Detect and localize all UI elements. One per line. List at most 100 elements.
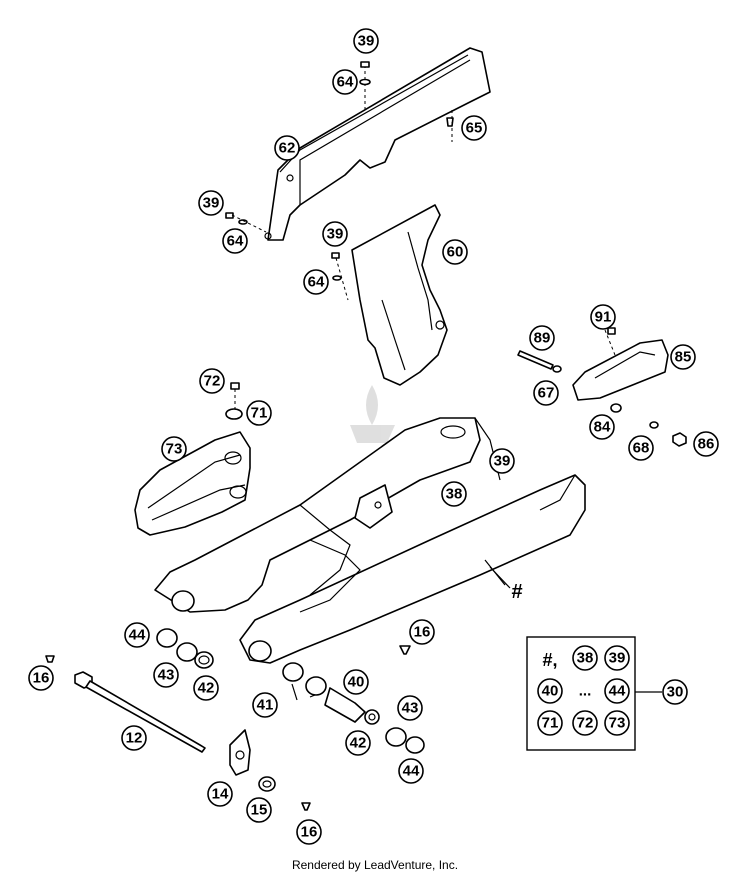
callout-39-a: 39 bbox=[353, 28, 379, 54]
callout-60: 60 bbox=[442, 239, 468, 265]
kit-72: 72 bbox=[577, 715, 594, 732]
plate-14 bbox=[229, 729, 251, 776]
svg-text:16: 16 bbox=[301, 824, 318, 841]
callout-39-c: 39 bbox=[322, 221, 348, 247]
screw-39-top bbox=[359, 61, 371, 110]
callout-91: 91 bbox=[590, 304, 616, 330]
footer-credit: Rendered by LeadVenture, Inc. bbox=[291, 858, 459, 872]
callouts: 39 64 65 62 39 64 39 60 64 91 89 85 67 7… bbox=[28, 28, 719, 845]
svg-text:64: 64 bbox=[227, 233, 244, 250]
callout-65: 65 bbox=[461, 115, 487, 141]
chain-guard-lower bbox=[351, 204, 448, 386]
svg-text:43: 43 bbox=[402, 700, 419, 717]
bushings-40-41 bbox=[282, 662, 366, 723]
svg-text:60: 60 bbox=[447, 244, 464, 261]
svg-text:15: 15 bbox=[251, 802, 268, 819]
callout-15: 15 bbox=[246, 797, 272, 823]
svg-text:44: 44 bbox=[403, 763, 420, 780]
callout-84: 84 bbox=[589, 414, 615, 440]
cap-16-bottom bbox=[301, 802, 311, 811]
callout-16-a: 16 bbox=[28, 665, 54, 691]
callout-39-b: 39 bbox=[198, 190, 224, 216]
kit-box: #, 38 39 40 ... 44 71 72 73 bbox=[526, 636, 636, 751]
callout-16-b: 16 bbox=[409, 619, 435, 645]
callout-86: 86 bbox=[693, 431, 719, 457]
callout-38: 38 bbox=[441, 481, 467, 507]
leader-lines bbox=[291, 566, 662, 701]
svg-text:44: 44 bbox=[129, 627, 146, 644]
callout-42-a: 42 bbox=[193, 675, 219, 701]
kit-hash-label: #, bbox=[542, 650, 557, 670]
nut-65 bbox=[446, 110, 454, 142]
svg-text:30: 30 bbox=[667, 684, 684, 701]
callout-41: 41 bbox=[252, 692, 278, 718]
svg-text:39: 39 bbox=[494, 453, 511, 470]
svg-text:16: 16 bbox=[33, 670, 50, 687]
cap-16-left bbox=[45, 655, 55, 663]
callout-89: 89 bbox=[529, 325, 555, 351]
svg-text:14: 14 bbox=[212, 786, 229, 803]
svg-text:67: 67 bbox=[538, 385, 555, 402]
callout-67: 67 bbox=[533, 380, 559, 406]
svg-text:39: 39 bbox=[203, 195, 220, 212]
washers-84-68-86 bbox=[610, 403, 687, 447]
kit-73: 73 bbox=[609, 715, 626, 732]
callout-44-b: 44 bbox=[398, 758, 424, 784]
callout-43-a: 43 bbox=[153, 662, 179, 688]
swingarm bbox=[154, 417, 586, 664]
callout-85: 85 bbox=[670, 344, 696, 370]
kit-ellipsis: ... bbox=[579, 683, 592, 700]
callout-42-b: 42 bbox=[345, 730, 371, 756]
callout-73: 73 bbox=[161, 436, 187, 462]
kit-38: 38 bbox=[577, 650, 594, 667]
svg-text:65: 65 bbox=[466, 120, 483, 137]
svg-text:43: 43 bbox=[158, 667, 175, 684]
callout-68: 68 bbox=[628, 435, 654, 461]
svg-text:38: 38 bbox=[446, 486, 463, 503]
callout-12: 12 bbox=[121, 725, 147, 751]
callout-39-d: 39 bbox=[489, 448, 515, 474]
svg-text:12: 12 bbox=[126, 730, 143, 747]
nut-15 bbox=[258, 776, 276, 792]
svg-text:42: 42 bbox=[350, 735, 367, 752]
svg-text:85: 85 bbox=[675, 349, 692, 366]
callout-62: 62 bbox=[274, 135, 300, 161]
callout-72: 72 bbox=[199, 368, 225, 394]
screw-39-mid bbox=[331, 252, 349, 301]
svg-text:40: 40 bbox=[348, 674, 365, 691]
callout-40: 40 bbox=[343, 669, 369, 695]
pivot-bolt-12 bbox=[74, 671, 206, 753]
callout-71: 71 bbox=[246, 400, 272, 426]
svg-text:64: 64 bbox=[308, 274, 325, 291]
screw-39-left bbox=[225, 212, 267, 233]
bolt-89 bbox=[517, 350, 562, 373]
swingarm-hash-label: # bbox=[511, 581, 522, 603]
bearing-set-right bbox=[364, 709, 425, 754]
bearing-set-left bbox=[156, 628, 214, 669]
kit-39: 39 bbox=[609, 650, 626, 667]
svg-text:84: 84 bbox=[594, 419, 611, 436]
chain-guide bbox=[572, 327, 669, 401]
svg-text:64: 64 bbox=[337, 74, 354, 91]
kit-40: 40 bbox=[542, 683, 559, 700]
callout-64-c: 64 bbox=[303, 269, 329, 295]
svg-text:68: 68 bbox=[633, 440, 650, 457]
kit-44: 44 bbox=[609, 683, 626, 700]
svg-text:72: 72 bbox=[204, 373, 221, 390]
svg-text:62: 62 bbox=[279, 140, 296, 157]
callout-64-a: 64 bbox=[332, 69, 358, 95]
svg-text:73: 73 bbox=[166, 441, 183, 458]
callout-16-c: 16 bbox=[296, 819, 322, 845]
callout-14: 14 bbox=[207, 781, 233, 807]
screw-72-washer-71 bbox=[225, 382, 243, 420]
svg-text:71: 71 bbox=[251, 405, 268, 422]
svg-text:91: 91 bbox=[595, 309, 612, 326]
cap-16-right bbox=[399, 645, 411, 655]
chain-guard-upper bbox=[264, 47, 491, 241]
kit-71: 71 bbox=[542, 715, 559, 732]
chain-slider bbox=[134, 431, 251, 536]
svg-text:89: 89 bbox=[534, 330, 551, 347]
callout-44-a: 44 bbox=[124, 622, 150, 648]
watermark-logo bbox=[350, 385, 395, 443]
